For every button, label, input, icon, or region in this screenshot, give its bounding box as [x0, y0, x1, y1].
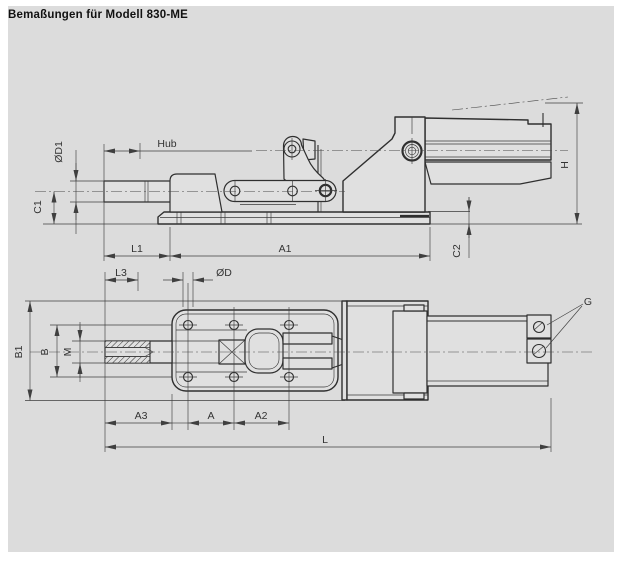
dimension-a3-a-a2: A3 A A2: [105, 394, 289, 430]
dimension-l1-a1: L1 A1: [104, 227, 431, 261]
dim-label-m: M: [62, 348, 74, 357]
toggle-link-bar: [223, 179, 337, 205]
dimension-l: L: [105, 398, 552, 452]
dim-label-a3: A3: [135, 410, 148, 422]
cylinder-plan: [341, 300, 552, 401]
dim-label-b: B: [39, 348, 51, 355]
dimension-h: H: [545, 102, 583, 224]
dim-label-g: G: [584, 296, 592, 308]
pivot-nut: [401, 138, 423, 164]
air-ports: [526, 314, 552, 364]
open-position-centerline: [451, 96, 569, 111]
dimension-g: G: [545, 296, 592, 349]
dim-label-l: L: [322, 434, 328, 446]
dim-label-hub: Hub: [157, 138, 176, 150]
plan-view: L3 ØD B1 B: [13, 267, 595, 452]
mounting-bracket: [342, 116, 426, 213]
clamp-bar-side: [424, 161, 552, 212]
dimension-m: M: [62, 322, 105, 382]
dim-label-a1: A1: [279, 243, 292, 255]
side-view: Hub ØD1 C1 L1: [32, 96, 583, 261]
dimension-hub: Hub: [103, 138, 252, 261]
dimension-b: B: [39, 324, 172, 378]
dim-label-l3: L3: [115, 267, 127, 279]
dim-label-c2: C2: [451, 244, 463, 258]
dim-label-h: H: [559, 161, 571, 169]
dimension-b1: B1: [13, 300, 345, 401]
arm-pivot-hole: [315, 179, 337, 201]
base-plate-side: [157, 211, 431, 225]
guide-block: [169, 173, 223, 213]
dim-label-d1: ØD1: [53, 141, 65, 163]
cylinder-side: [424, 113, 552, 161]
dim-label-a2: A2: [255, 410, 268, 422]
link-pivot-holes: [229, 138, 301, 202]
dimension-c2: C2: [451, 197, 472, 258]
dim-label-a: A: [207, 410, 214, 422]
dim-label-d: ØD: [216, 267, 232, 279]
page-title: Bemaßungen für Modell 830-ME: [8, 9, 189, 21]
dimension-d1: ØD1: [53, 141, 104, 234]
dim-label-c1: C1: [32, 200, 44, 214]
rod-clevis-assembly: [218, 328, 393, 374]
dimension-c1: C1: [32, 191, 57, 224]
dim-label-b1: B1: [13, 345, 25, 358]
dim-label-l1: L1: [131, 243, 143, 255]
